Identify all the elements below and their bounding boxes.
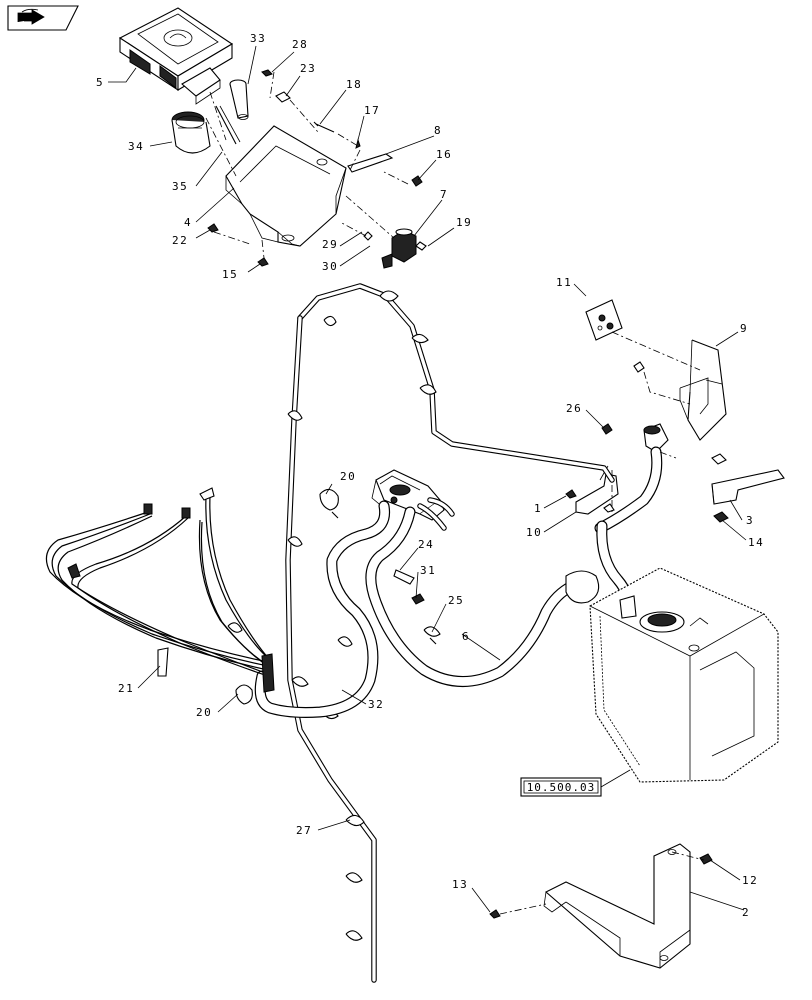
assembly-line-11-9 bbox=[611, 331, 701, 371]
assembly-line-13 bbox=[499, 903, 547, 915]
callout-7: 7 bbox=[440, 188, 448, 201]
part-35-rod bbox=[215, 105, 241, 145]
callout-labels: 5 33 28 23 18 17 8 16 34 35 4 22 15 29 3… bbox=[96, 32, 764, 919]
part-7-valve bbox=[381, 228, 417, 269]
callout-5: 5 bbox=[96, 76, 104, 89]
part-6-return-hose bbox=[365, 506, 600, 687]
book-arrow-icon[interactable] bbox=[7, 5, 79, 31]
callout-6: 6 bbox=[462, 630, 470, 643]
part-8-strap bbox=[347, 153, 394, 173]
part-34-filter bbox=[171, 111, 211, 154]
callout-24: 24 bbox=[418, 538, 434, 551]
callout-19: 19 bbox=[456, 216, 472, 229]
callout-10: 10 bbox=[526, 526, 542, 539]
tube-clips bbox=[227, 290, 437, 941]
assembly-line-filler-b bbox=[659, 451, 677, 459]
callout-20-upper: 20 bbox=[340, 470, 356, 483]
callout-26: 26 bbox=[566, 402, 582, 415]
callout-18: 18 bbox=[346, 78, 362, 91]
part-25-clamp bbox=[423, 626, 441, 645]
part-4-mounting-bracket bbox=[225, 125, 347, 247]
callout-2: 2 bbox=[742, 906, 750, 919]
part-27-tube bbox=[285, 283, 615, 983]
callout-9: 9 bbox=[740, 322, 748, 335]
part-24-clamp bbox=[393, 569, 415, 585]
callout-31: 31 bbox=[420, 564, 436, 577]
callout-leaders bbox=[108, 45, 747, 913]
callout-14: 14 bbox=[748, 536, 764, 549]
assembly-line-9-fastener bbox=[643, 371, 691, 405]
callout-3: 3 bbox=[746, 514, 754, 527]
callout-27: 27 bbox=[296, 824, 312, 837]
assembly-lines-upper bbox=[205, 71, 409, 259]
part-20-clamp-upper bbox=[319, 488, 339, 519]
part-3-strap bbox=[711, 469, 785, 505]
callout-21: 21 bbox=[118, 682, 134, 695]
callout-8: 8 bbox=[434, 124, 442, 137]
callout-35: 35 bbox=[172, 180, 188, 193]
callout-29: 29 bbox=[322, 238, 338, 251]
part-5-control-module bbox=[118, 7, 234, 105]
callout-16: 16 bbox=[436, 148, 452, 161]
reference-code: 10.500.03 bbox=[527, 781, 596, 794]
callout-20-lower: 20 bbox=[196, 706, 212, 719]
callout-30: 30 bbox=[322, 260, 338, 273]
fuel-tank bbox=[589, 567, 779, 783]
callout-33: 33 bbox=[250, 32, 266, 45]
part-20-clamp-lower bbox=[235, 684, 253, 705]
reference-box[interactable]: 10.500.03 bbox=[520, 769, 631, 797]
part-2-support-strap bbox=[543, 843, 691, 969]
callout-4: 4 bbox=[184, 216, 192, 229]
callout-28: 28 bbox=[292, 38, 308, 51]
part-9-bracket bbox=[679, 339, 727, 441]
part-32-main-hose bbox=[254, 500, 391, 718]
pump-hose-stubs bbox=[417, 497, 455, 531]
callout-13: 13 bbox=[452, 878, 468, 891]
callout-15: 15 bbox=[222, 268, 238, 281]
hardware-small bbox=[207, 69, 729, 919]
part-21-wire-harness bbox=[45, 487, 275, 693]
callout-23: 23 bbox=[300, 62, 316, 75]
part-11-decal bbox=[585, 299, 623, 341]
callout-12: 12 bbox=[742, 874, 758, 887]
callout-11: 11 bbox=[556, 276, 572, 289]
callout-25: 25 bbox=[448, 594, 464, 607]
part-33-sleeve bbox=[229, 79, 249, 120]
callout-34: 34 bbox=[128, 140, 144, 153]
callout-22: 22 bbox=[172, 234, 188, 247]
callout-32: 32 bbox=[368, 698, 384, 711]
callout-1: 1 bbox=[534, 502, 542, 515]
callout-17: 17 bbox=[364, 104, 380, 117]
assembly-line-12 bbox=[671, 851, 705, 861]
